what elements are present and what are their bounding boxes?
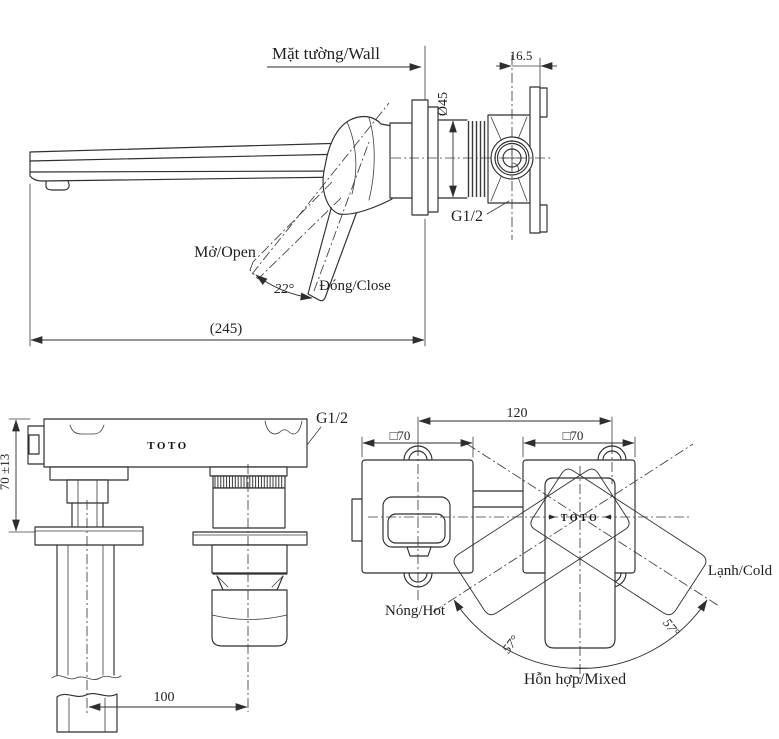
svg-text:70 ±13: 70 ±13 <box>0 454 12 490</box>
dim-16-5: 16.5 <box>496 48 557 88</box>
dim-square70-left: □70 <box>361 428 474 458</box>
svg-text:(245): (245) <box>210 321 243 337</box>
cold-label: Lạnh/Cold <box>708 563 773 579</box>
svg-text:Ø45: Ø45 <box>436 92 451 116</box>
open-label: Mở/Open <box>194 244 256 261</box>
svg-text:120: 120 <box>507 406 528 421</box>
thread-label-side: G1/2 <box>451 208 483 225</box>
handle-closed-position <box>307 193 360 302</box>
plan-view: TOTO G1/2 70 ±13 <box>0 410 348 733</box>
dim-square70-right: □70 <box>522 428 636 458</box>
svg-text:□70: □70 <box>563 428 584 443</box>
valve-stack <box>192 464 308 712</box>
spout-inlet-stack <box>34 466 144 733</box>
spout-tip-plan <box>27 425 45 465</box>
body-plan: TOTO <box>27 418 308 468</box>
open-angle-label: 22° <box>274 282 294 297</box>
spout-front <box>382 496 451 557</box>
valve-connector <box>472 490 524 508</box>
spout-stub <box>351 498 363 542</box>
brand-logo-front: TOTO <box>561 513 600 524</box>
pipe-break <box>51 675 122 680</box>
handle-open-position <box>249 102 390 292</box>
angle-right-label: 57° <box>660 615 683 639</box>
wall-label: Mặt tường/Wall <box>272 44 380 63</box>
thread-label-plan: G1/2 <box>316 410 348 427</box>
dim-245: (245) <box>29 183 426 347</box>
escutcheon <box>389 99 439 216</box>
open-angle-arc <box>255 274 313 301</box>
centerlines-front <box>368 443 720 684</box>
dim-100: 100 <box>88 690 248 711</box>
aerator-side <box>45 180 70 191</box>
plate-left <box>361 459 474 574</box>
svg-text:100: 100 <box>154 690 175 705</box>
mixed-label: Hỗn hợp/Mixed <box>524 671 626 688</box>
brand-logo-plan: TOTO <box>147 440 188 452</box>
in-wall-valve <box>391 55 553 240</box>
svg-text:16.5: 16.5 <box>510 48 533 63</box>
angle-left-label: 57° <box>499 632 522 656</box>
spout-side <box>29 142 349 191</box>
handle-body <box>322 115 393 215</box>
side-view: 22° Mặt tường/Wall 16.5 Ø45 G1/2 Mở/Open… <box>29 44 557 347</box>
dim-70-13: 70 ±13 <box>0 418 39 533</box>
center-tick-right <box>604 514 611 520</box>
center-tick-left <box>549 514 556 520</box>
close-label: Đóng/Close <box>319 278 391 294</box>
front-view: TOTO 57° 57° 120 □70 □70 Nóng/Hot Lạnh/C… <box>351 406 773 688</box>
svg-text:□70: □70 <box>390 428 411 443</box>
hot-label: Nóng/Hot <box>385 603 446 619</box>
swing-arc <box>453 599 708 669</box>
dim-diameter-45: Ø45 <box>436 92 457 198</box>
